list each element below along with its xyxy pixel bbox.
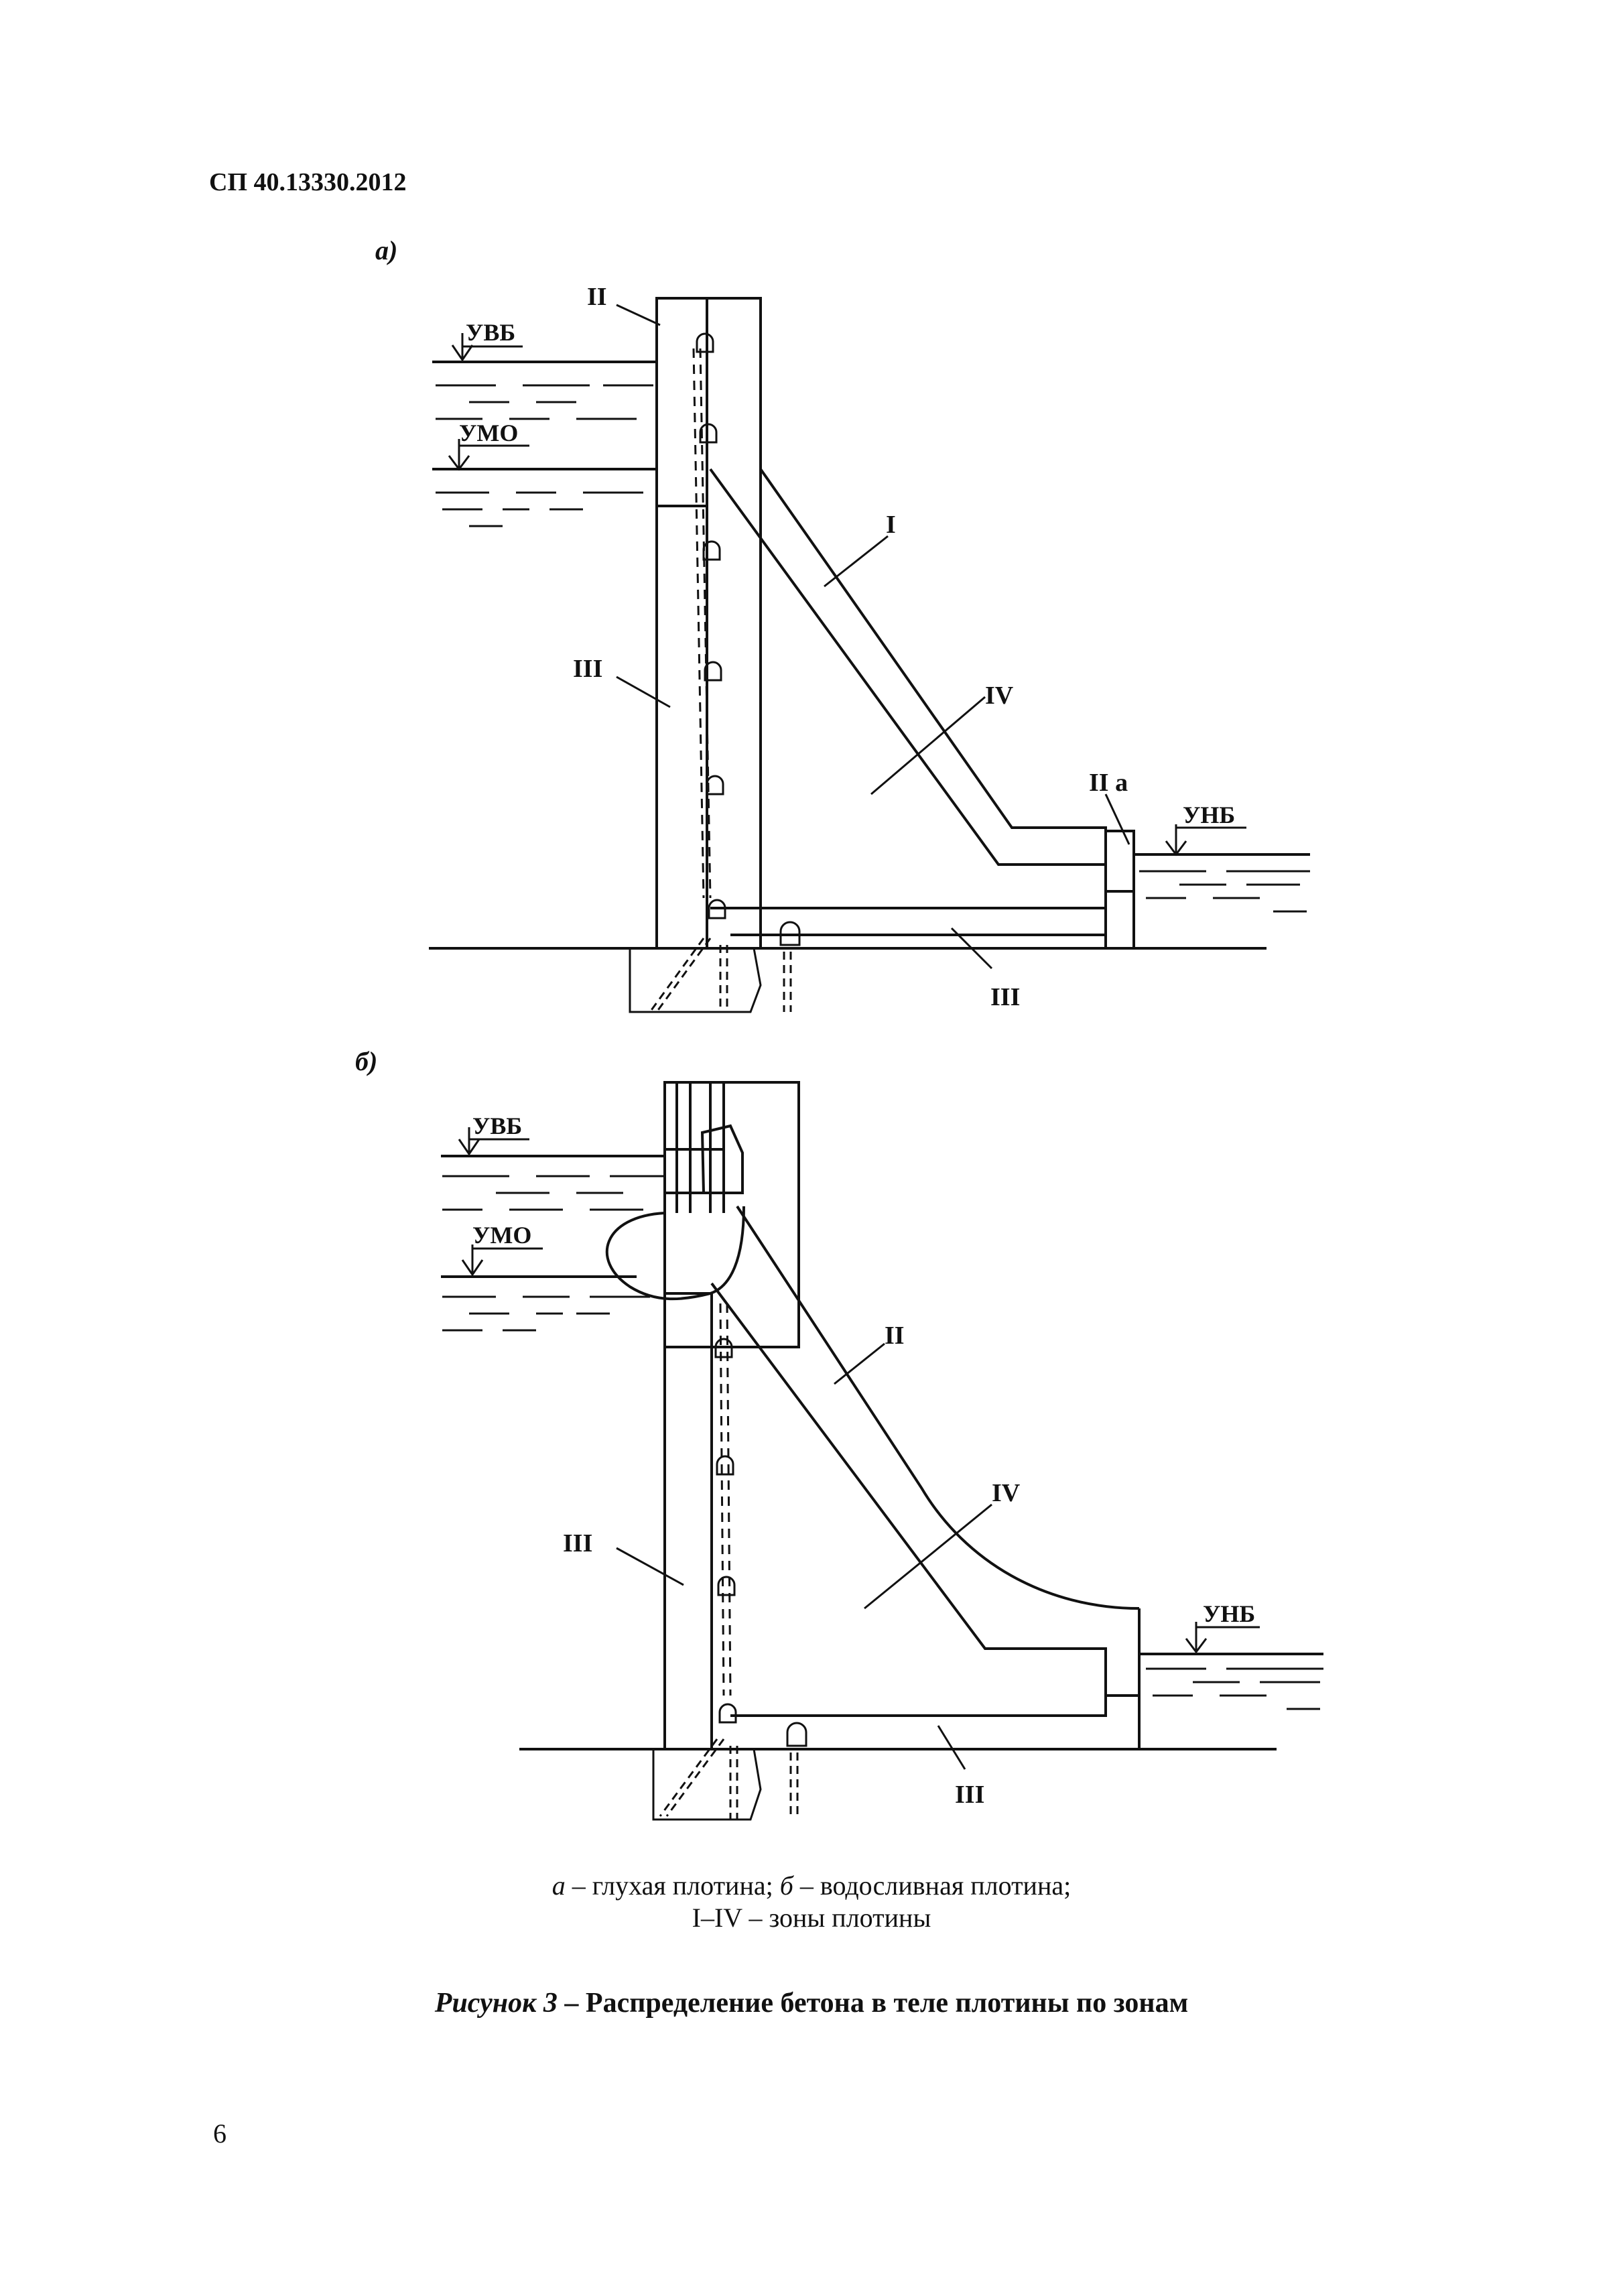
caption-line-1: а – глухая плотина; б – водосливная плот… xyxy=(0,1870,1623,1901)
level-label-b-upper: УВБ xyxy=(472,1112,522,1139)
figure-title: Рисунок 3 – Распределение бетона в теле … xyxy=(0,1987,1623,2019)
caption-b-text: – водосливная плотина; xyxy=(793,1870,1072,1901)
zone-label-b-upstream: III xyxy=(563,1529,592,1557)
panel-b-label: б) xyxy=(355,1046,378,1076)
caption-a-mark: а xyxy=(551,1870,566,1901)
zone-label-a-base: III xyxy=(990,983,1020,1011)
panel-a-label: а) xyxy=(375,235,398,265)
caption-a-text: – глухая плотина; xyxy=(565,1870,780,1901)
level-label-b-lower: УНБ xyxy=(1203,1600,1255,1627)
page-number: 6 xyxy=(213,2118,226,2149)
level-label-a-dead: УМО xyxy=(459,420,518,446)
diagram-a xyxy=(429,297,1310,1013)
document-code: СП 40.13330.2012 xyxy=(209,168,407,196)
caption-line-2: I–IV – зоны плотины xyxy=(692,1903,931,1933)
diagram-b xyxy=(441,1081,1323,1821)
zone-label-a-upstream: III xyxy=(573,655,602,683)
figure-title-text: Распределение бетона в теле плотины по з… xyxy=(585,1988,1189,2019)
figure-title-dash: – xyxy=(557,1988,586,2019)
zone-label-a-face: I xyxy=(886,511,896,539)
zone-label-b-base: III xyxy=(955,1781,984,1809)
level-label-a-lower: УНБ xyxy=(1183,802,1235,828)
zone-label-b-core: IV xyxy=(992,1479,1021,1507)
level-label-b-dead: УМО xyxy=(472,1222,531,1249)
diagram-b-labels: УВБ УМО II IV III УНБ III xyxy=(472,1112,1255,1809)
zone-label-a-top: II xyxy=(587,283,607,311)
zone-label-a-toe: II а xyxy=(1089,769,1128,797)
level-label-a-upper: УВБ xyxy=(466,319,515,346)
zone-label-b-face: II xyxy=(885,1322,905,1350)
diagram-a-labels: II УВБ УМО I III IV II а УНБ III xyxy=(459,283,1235,1011)
zone-label-a-core: IV xyxy=(985,682,1014,710)
figure-title-prefix: Рисунок 3 xyxy=(434,1988,558,2019)
caption-b-mark: б xyxy=(779,1870,793,1901)
